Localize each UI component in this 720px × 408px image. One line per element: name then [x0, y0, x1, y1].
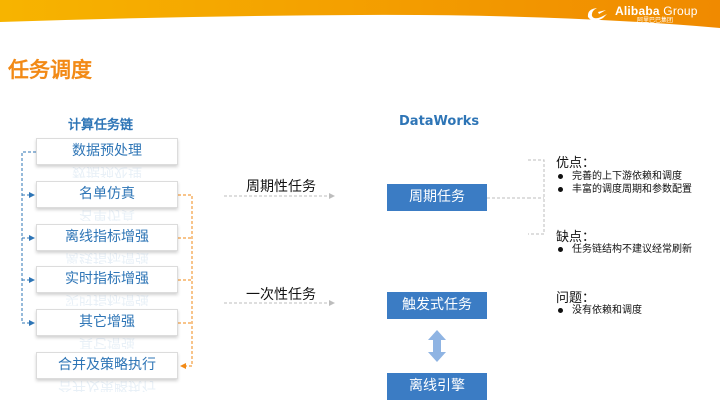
task-offline-metric-enhance: 离线指标增强	[36, 224, 178, 251]
list-item: 没有依赖和调度	[556, 304, 642, 317]
task-reflection: 数据预处理	[72, 166, 142, 178]
orange-dependency-lines	[178, 194, 193, 369]
task-other-enhance: 其它增强	[36, 309, 178, 336]
pros-heading: 优点：	[556, 156, 596, 171]
offline-engine-box: 离线引擎	[387, 373, 487, 400]
compute-chain-heading: 计算任务链	[68, 118, 134, 133]
pros-list: 完善的上下游依赖和调度 丰富的调度周期和参数配置	[556, 170, 692, 196]
brand-cn: 阿里巴巴集团	[637, 16, 674, 24]
periodic-task-box: 周期任务	[387, 184, 487, 211]
cons-list: 任务链结构不建议经常刷新	[556, 243, 692, 256]
list-item: 丰富的调度周期和参数配置	[556, 183, 692, 196]
note-brackets	[487, 159, 545, 235]
dataworks-heading: DataWorks	[399, 114, 480, 129]
alibaba-logo: Alibaba Group 阿里巴巴集团	[585, 3, 698, 25]
task-reflection: 其它增强	[79, 337, 135, 349]
task-merge-strategy: 合并及策略执行	[36, 352, 178, 379]
task-reflection: 名单仿真	[79, 209, 135, 221]
alibaba-logo-mark-icon	[587, 8, 607, 21]
one-time-task-label: 一次性任务	[246, 287, 316, 303]
cons-heading: 缺点：	[556, 230, 596, 245]
task-reflection: 实时指标增强	[65, 294, 149, 306]
task-reflection: 离线指标增强	[65, 252, 149, 264]
issues-list: 没有依赖和调度	[556, 304, 642, 317]
page-title: 任务调度	[8, 58, 92, 82]
issues-heading: 问题：	[556, 291, 596, 306]
brand-en-bold: Alibaba	[615, 3, 660, 18]
header-band	[0, 0, 720, 30]
periodic-task-label: 周期性任务	[246, 179, 316, 195]
task-data-preprocess: 数据预处理	[36, 138, 178, 165]
list-item: 完善的上下游依赖和调度	[556, 170, 692, 183]
trigger-task-box: 触发式任务	[387, 292, 487, 319]
mapping-arrows	[224, 193, 335, 306]
list-item: 任务链结构不建议经常刷新	[556, 243, 692, 256]
task-realtime-metric-enhance: 实时指标增强	[36, 266, 178, 293]
task-list-simulation: 名单仿真	[36, 181, 178, 208]
brand-en-light: Group	[659, 3, 698, 18]
blue-dependency-lines	[21, 151, 36, 326]
task-reflection: 合并及策略执行	[58, 380, 156, 392]
bidirectional-arrow-icon	[428, 330, 446, 362]
